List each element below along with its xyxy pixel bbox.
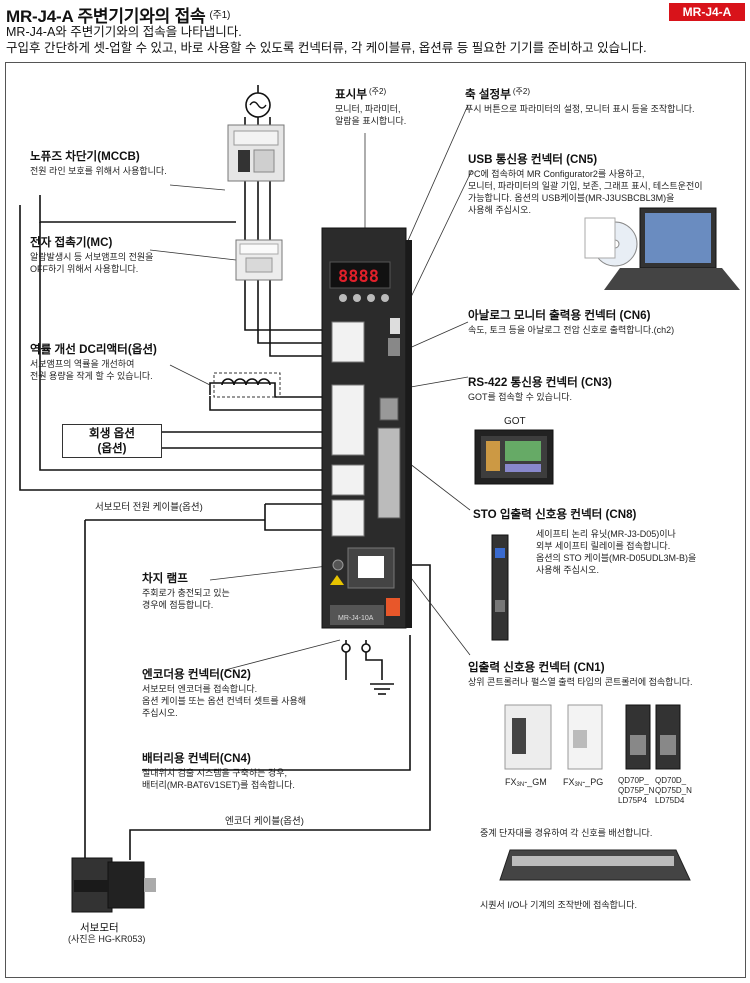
servo-power-cable-label: 서보모터 전원 케이블(옵션) (95, 502, 203, 513)
servo-motor (71, 857, 156, 913)
page-title: MR-J4-A 주변기기와의 접속(주1) (6, 7, 231, 26)
reactor-desc-2: 전원 용량을 작게 할 수 있습니다. (30, 371, 153, 381)
leader-lines (149, 104, 473, 671)
relay-terminal-block (499, 849, 691, 881)
cn5-label: USB 통신용 컨넥터 (CN5) (468, 153, 598, 166)
cn8-label: STO 입출력 신호용 컨넥터 (CN8) (473, 508, 637, 521)
reactor-desc-1: 서보앰프의 역률을 개선하여 (30, 359, 135, 369)
got-label: GOT (504, 416, 526, 427)
servo-motor-note: (사진은 HG-KR053) (68, 934, 146, 944)
cn5-desc-3: 가능합니다. 옵션의 USB케이블(MR-J3USBCBL3M)을 (468, 193, 675, 203)
cn4-label: 배터리용 컨넥터(CN4) (142, 752, 251, 765)
cn6-label: 아날로그 모니터 출력용 컨넥터 (CN6) (468, 309, 651, 322)
pc-laptop (584, 207, 740, 290)
intro-text: MR-J4-A와 주변기기와의 접속을 나타냅니다. 구입후 간단하게 셋-업할… (6, 24, 647, 56)
mccb-label: 노퓨즈 차단기(MCCB) (30, 150, 140, 163)
diagram-frame (5, 62, 746, 978)
mc-desc-1: 알람발생시 등 서보앰프의 전원을 (30, 252, 154, 262)
plc-fx-pg-caption: FX3N-_PG (563, 777, 604, 788)
sto-unit (491, 534, 509, 641)
plc-fx-gm-caption: FX3N-_GM (505, 777, 547, 788)
axis-setting-desc: 푸시 버튼으로 파라미터의 설정, 모니터 표시 등을 조작합니다. (465, 104, 695, 114)
wire-L1 (244, 180, 336, 331)
regen-line-2: (옵션) (97, 442, 127, 455)
wire-reactor-b (209, 396, 336, 411)
cn5-desc-2: 모니터, 파라미터의 일괄 기입, 보존, 그래프 표시, 테스트운전이 (468, 181, 703, 191)
amp-display-digits: 8888 (338, 267, 379, 287)
regen-line-1: 회생 옵션 (89, 427, 135, 440)
cn3-label: RS-422 통신용 컨넥터 (CN3) (468, 376, 612, 389)
plc-fx-gm (504, 704, 552, 770)
got-display (474, 429, 554, 485)
cn2-desc-1: 서보모터 엔코더를 접속합니다. (142, 684, 258, 694)
cn6-desc: 속도, 토크 등을 아날로그 전압 신호로 출력합니다.(ch2) (468, 325, 675, 335)
wire-motor-2 (264, 504, 336, 531)
wire-reactor-a (209, 382, 276, 396)
reactor-label: 역률 개선 DC리액터(옵션) (30, 343, 157, 356)
cn5-desc-4: 사용해 주십시오. (468, 205, 531, 215)
model-badge: MR-J4-A (669, 3, 745, 21)
dc-reactor-coil (213, 372, 281, 398)
wire-control-2 (19, 205, 336, 491)
plc-qd70p (625, 704, 651, 770)
wire-control-1 (39, 195, 236, 223)
mc-desc-2: OFF하기 위해서 사용합니다. (30, 264, 139, 274)
mccb-desc: 전원 라인 보호를 위해서 사용합니다. (30, 166, 167, 176)
wire-cn4 (142, 635, 411, 771)
relay-block-desc: 중계 단자대를 경유하여 각 신호를 배선합니다. (480, 828, 653, 838)
display-desc-1: 모니터, 파라미터, (335, 104, 401, 114)
display-label: 표시부(주2) (335, 87, 387, 101)
servo-motor-label: 서보모터 (80, 922, 119, 934)
ground-symbol (341, 643, 394, 695)
cn3-desc: GOT를 접속할 수 있습니다. (468, 392, 573, 402)
mc-label: 전자 접촉기(MC) (30, 236, 113, 249)
cn8-desc-4: 사용해 주십시오. (536, 565, 599, 575)
encoder-cable-label: 엔코더 케이블(옵션) (225, 816, 304, 827)
cn1-desc: 상위 콘트롤러나 펄스열 출력 타입의 콘트롤러에 접속합니다. (468, 677, 693, 687)
wire-L3 (269, 180, 336, 357)
mccb-breaker (227, 124, 285, 182)
wire-control-3 (39, 222, 336, 471)
cn4-desc-2: 배터리(MR-BAT6V1SET)를 접속합니다. (142, 780, 295, 790)
cn1-label: 입출력 신호용 컨넥터 (CN1) (468, 661, 605, 674)
intro-line-2: 구입후 간단하게 셋-업할 수 있고, 바로 사용할 수 있도록 컨넥터류, 각… (6, 41, 647, 55)
sequencer-desc: 시퀀서 I/O나 기계의 조작반에 접속합니다. (480, 900, 637, 910)
ac-power-source (244, 85, 271, 125)
intro-line-1: MR-J4-A와 주변기기와의 접속을 나타냅니다. (6, 25, 242, 39)
cn2-label: 엔코더용 컨넥터(CN2) (142, 668, 251, 681)
charge-lamp-desc-1: 주회로가 충전되고 있는 (142, 588, 230, 598)
amp-model-label: MR-J4-10A (338, 615, 374, 622)
wiring (19, 180, 431, 860)
cn5-desc-1: PC에 접속하여 MR Configurator2를 사용하고, (468, 169, 645, 179)
regen-option-box: 회생 옵션 (옵션) (62, 424, 162, 458)
plc-fx-pg (567, 704, 603, 770)
cn8-desc-1: 세이프티 논리 유닛(MR-J3-D05)이나 (536, 529, 676, 539)
cn2-desc-3: 주십시오. (142, 708, 178, 718)
amp-terminals (331, 321, 365, 537)
charge-lamp-desc-2: 경우에 점등합니다. (142, 600, 214, 610)
cn4-desc-1: 절대위치 검출 시스템을 구축하는 경우, (142, 768, 287, 778)
cn8-desc-2: 외부 세이프티 릴레이를 접속합니다. (536, 541, 671, 551)
cn2-desc-2: 옵션 케이블 또는 옵션 컨넥터 셋트를 사용해 (142, 696, 307, 706)
charge-lamp-label: 차지 램프 (142, 572, 188, 585)
mc-contactor (235, 239, 283, 281)
display-desc-2: 알람을 표시합니다. (335, 116, 407, 126)
plc-qd70d (655, 704, 681, 770)
axis-setting-label: 축 설정부(주2) (465, 87, 531, 101)
wire-encoder (129, 564, 431, 860)
cn8-desc-3: 옵션의 STO 케이블(MR-D05UDL3M-B)을 (536, 553, 697, 563)
wire-L2 (257, 180, 336, 344)
